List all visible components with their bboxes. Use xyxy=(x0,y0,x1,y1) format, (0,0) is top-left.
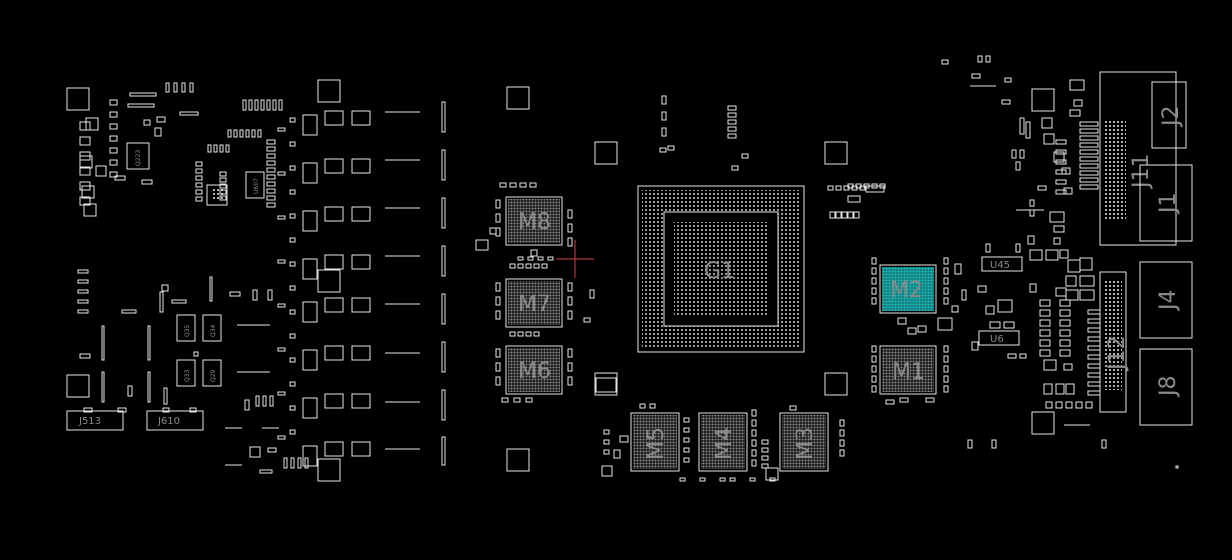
connector-j2[interactable]: J2 xyxy=(1151,81,1187,149)
gpu-g1[interactable]: G1 xyxy=(637,185,805,353)
gpu-label: G1 xyxy=(704,259,735,284)
ic-u607[interactable]: U607 xyxy=(245,171,265,199)
svg-text:M2: M2 xyxy=(890,278,923,303)
svg-text:M7: M7 xyxy=(518,292,551,317)
connector-j610[interactable]: J610 xyxy=(146,410,204,431)
svg-text:Q33: Q33 xyxy=(184,369,191,382)
connector-j12[interactable]: J12 xyxy=(1099,271,1130,413)
mount-pad xyxy=(594,372,618,396)
long-pad-column-3 xyxy=(101,276,279,466)
mount-pad xyxy=(506,448,530,472)
mosfet-q223[interactable]: Q223 xyxy=(126,142,150,170)
svg-text:M3: M3 xyxy=(793,427,818,460)
mount-pad xyxy=(317,458,341,482)
svg-text:J11: J11 xyxy=(1129,154,1154,190)
svg-text:M8: M8 xyxy=(518,210,551,235)
memory-m4[interactable]: M4 xyxy=(698,412,748,472)
mount-pad xyxy=(594,141,618,165)
svg-text:J610: J610 xyxy=(157,416,180,427)
svg-text:J12: J12 xyxy=(1105,336,1130,372)
svg-text:M1: M1 xyxy=(892,360,925,385)
memory-m5[interactable]: M5 xyxy=(630,412,680,472)
connector-j4[interactable]: J4 xyxy=(1139,261,1193,339)
long-pad-column-1 xyxy=(385,111,420,450)
long-pad-column-2 xyxy=(441,101,446,466)
svg-text:Q29: Q29 xyxy=(210,369,217,382)
mount-pad xyxy=(1031,88,1055,112)
svg-text:M4: M4 xyxy=(712,427,737,460)
component-pads xyxy=(77,55,1179,482)
ic-u6[interactable]: U6 xyxy=(978,330,1020,346)
svg-text:Q35: Q35 xyxy=(184,324,191,337)
svg-text:U607: U607 xyxy=(253,178,260,194)
svg-text:J2: J2 xyxy=(1159,106,1184,129)
mosfet-q34[interactable]: Q34 xyxy=(202,314,222,342)
svg-text:M5: M5 xyxy=(644,427,669,460)
mount-pad xyxy=(824,372,848,396)
connector-j11[interactable]: J11 xyxy=(1099,71,1177,246)
memory-m6[interactable]: M6 xyxy=(505,345,563,395)
mount-pad xyxy=(317,79,341,103)
svg-text:U6: U6 xyxy=(990,334,1004,345)
cursor-crosshair xyxy=(556,240,594,278)
mosfet-q35[interactable]: Q35 xyxy=(176,314,196,342)
memory-m1[interactable]: M1 xyxy=(879,345,937,395)
connector-j8[interactable]: J8 xyxy=(1139,348,1193,426)
svg-text:Q223: Q223 xyxy=(135,150,142,166)
memory-m8[interactable]: M8 xyxy=(505,196,563,246)
mount-pad xyxy=(824,141,848,165)
memory-m7[interactable]: M7 xyxy=(505,278,563,328)
svg-text:Q34: Q34 xyxy=(210,324,217,337)
memory-m2-highlighted[interactable]: M2 xyxy=(879,264,937,314)
mount-pad xyxy=(66,87,90,111)
connector-j1[interactable]: J1 xyxy=(1139,164,1193,242)
ic-u45[interactable]: U45 xyxy=(981,256,1023,272)
memory-m3[interactable]: M3 xyxy=(779,412,829,472)
svg-text:M6: M6 xyxy=(518,359,551,384)
mount-pad xyxy=(506,86,530,110)
svg-text:J513: J513 xyxy=(78,416,101,427)
mosfet-q29[interactable]: Q29 xyxy=(202,359,222,387)
mount-pad xyxy=(1031,411,1055,435)
svg-text:U45: U45 xyxy=(990,260,1010,271)
svg-text:J8: J8 xyxy=(1156,376,1181,399)
mount-pad xyxy=(317,269,341,293)
mosfet-q33[interactable]: Q33 xyxy=(176,359,196,387)
svg-text:J1: J1 xyxy=(1156,193,1181,216)
svg-text:J4: J4 xyxy=(1156,290,1181,313)
connector-j513[interactable]: J513 xyxy=(66,410,124,431)
mount-pad xyxy=(66,374,90,398)
